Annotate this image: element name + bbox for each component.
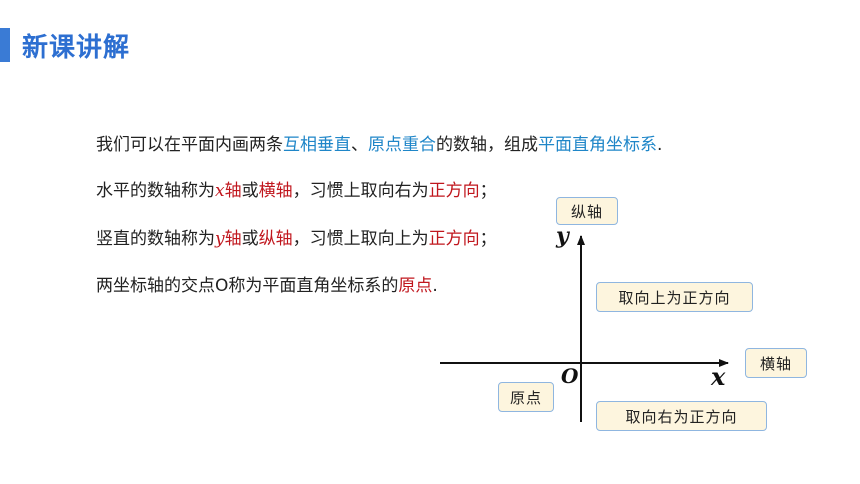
text-segment: 两坐标轴的交点O称为平面直角坐标系的	[96, 276, 399, 296]
text-line-1: 我们可以在平面内画两条互相垂直、原点重合的数轴，组成平面直角坐标系.	[96, 130, 662, 155]
x-axis-label: x	[711, 362, 726, 391]
text-segment: 或	[241, 229, 259, 249]
text-segment: 、	[351, 135, 368, 155]
y-variable: y	[215, 229, 225, 249]
text-segment: 水平的数轴称为	[96, 181, 215, 201]
highlight-axis: 轴	[224, 181, 242, 201]
page-title: 新课讲解	[22, 33, 131, 63]
origin-box: 原点	[498, 382, 554, 412]
horizontal-axis-box: 横轴	[745, 348, 807, 378]
highlight-origin-coincide: 原点重合	[368, 135, 436, 155]
highlight-horizontal-axis: 横轴	[258, 181, 293, 201]
highlight-positive-direction: 正方向	[428, 181, 480, 201]
highlight-coordinate-system: 平面直角坐标系	[538, 135, 657, 155]
vertical-axis-box: 纵轴	[556, 197, 618, 225]
text-line-3: 竖直的数轴称为y轴或纵轴，习惯上取向上为正方向；	[96, 224, 497, 249]
text-segment: ；	[479, 181, 497, 201]
text-line-4: 两坐标轴的交点O称为平面直角坐标系的原点.	[96, 271, 438, 296]
text-segment: ；	[479, 229, 497, 249]
origin-label: O	[561, 364, 579, 388]
up-positive-box: 取向上为正方向	[596, 282, 753, 312]
highlight-origin: 原点	[398, 276, 433, 296]
title-accent-bar	[0, 28, 10, 62]
text-segment: ，习惯上取向上为	[292, 229, 429, 249]
text-segment: 竖直的数轴称为	[96, 229, 215, 249]
text-segment: 的数轴，组成	[436, 135, 538, 155]
y-axis-label: y	[556, 223, 569, 249]
highlight-vertical-axis: 纵轴	[258, 229, 293, 249]
highlight-axis: 轴	[224, 229, 242, 249]
text-segment: .	[657, 135, 663, 155]
highlight-positive-direction: 正方向	[428, 229, 480, 249]
text-line-2: 水平的数轴称为x轴或横轴，习惯上取向右为正方向；	[96, 176, 497, 201]
text-segment: 我们可以在平面内画两条	[96, 135, 283, 155]
text-segment: 或	[241, 181, 259, 201]
text-segment: .	[432, 276, 438, 296]
x-variable: x	[215, 181, 225, 201]
highlight-perpendicular: 互相垂直	[283, 135, 351, 155]
right-positive-box: 取向右为正方向	[596, 401, 767, 431]
text-segment: ，习惯上取向右为	[292, 181, 429, 201]
